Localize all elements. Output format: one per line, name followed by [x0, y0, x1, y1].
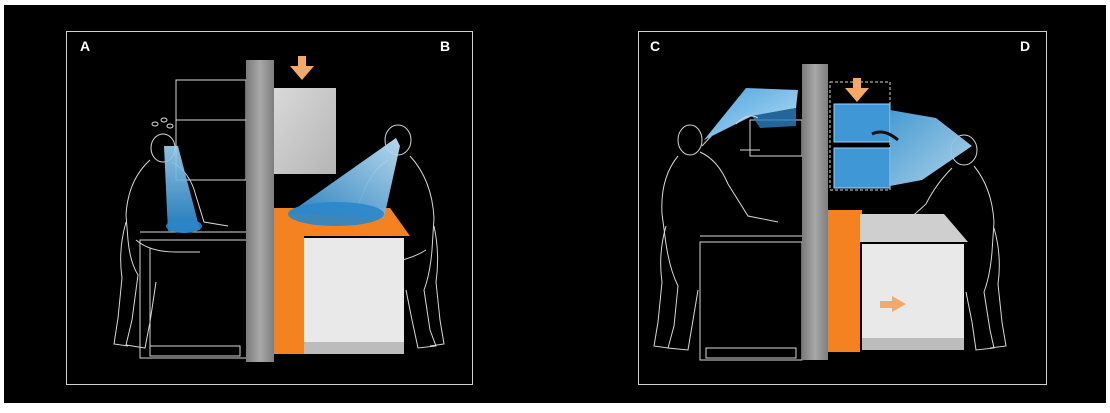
flap-door-d: [890, 110, 972, 186]
shelf-upper-d: [834, 104, 890, 142]
lower-cabinet-outline-c: [700, 242, 802, 360]
center-wall-left: [246, 60, 274, 362]
center-wall-right: [802, 64, 828, 360]
light-cabinet-front-b: [304, 238, 404, 344]
lower-cabinet-outline: [140, 240, 248, 358]
counter-top-d: [860, 214, 968, 242]
figure-c-outline: [654, 118, 778, 350]
shelf-lower-d: [834, 148, 890, 188]
upper-cabinet-b: [274, 88, 336, 174]
light-cabinet-front-d: [862, 244, 964, 340]
arrow-down-icon: [290, 56, 314, 80]
upper-cabinet-outline: [176, 80, 246, 180]
